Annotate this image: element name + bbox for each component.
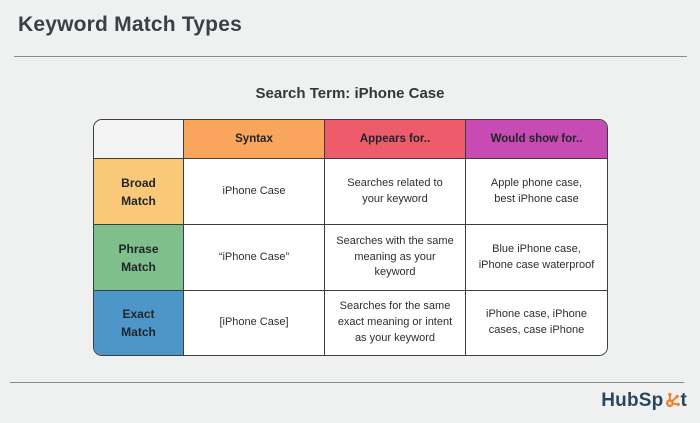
row-label-phrase-match: Phrase Match — [94, 225, 184, 291]
phrase-match-syntax: “iPhone Case” — [184, 225, 325, 291]
row-label-exact-match: Exact Match — [94, 291, 184, 355]
search-term-heading: Search Term: iPhone Case — [255, 85, 445, 102]
row-label-broad-match: Broad Match — [94, 159, 184, 225]
page-title: Keyword Match Types — [18, 13, 242, 36]
broad-match-syntax: iPhone Case — [184, 159, 325, 225]
table-header-would-show-for: Would show for.. — [466, 120, 607, 159]
table-header-syntax: Syntax — [184, 120, 325, 159]
broad-match-would-show-for: Apple phone case, best iPhone case — [466, 159, 607, 225]
hubspot-logo-text-left: HubSp — [601, 390, 664, 411]
exact-match-syntax: [iPhone Case] — [184, 291, 325, 355]
hubspot-logo-text-right: t — [680, 390, 687, 411]
table-header-empty — [94, 120, 184, 159]
hubspot-sprocket-icon — [665, 392, 680, 407]
broad-match-appears-for: Searches related to your keyword — [325, 159, 466, 225]
footer-divider — [10, 382, 684, 383]
phrase-match-appears-for: Searches with the same meaning as your k… — [325, 225, 466, 291]
phrase-match-would-show-for: Blue iPhone case, iPhone case waterproof — [466, 225, 607, 291]
hubspot-logo: HubSp t — [601, 390, 687, 412]
header-divider — [14, 56, 687, 57]
keyword-match-table: Syntax Appears for.. Would show for.. Br… — [93, 119, 608, 356]
exact-match-would-show-for: iPhone case, iPhone cases, case iPhone — [466, 291, 607, 355]
table-header-appears-for: Appears for.. — [325, 120, 466, 159]
exact-match-appears-for: Searches for the same exact meaning or i… — [325, 291, 466, 355]
